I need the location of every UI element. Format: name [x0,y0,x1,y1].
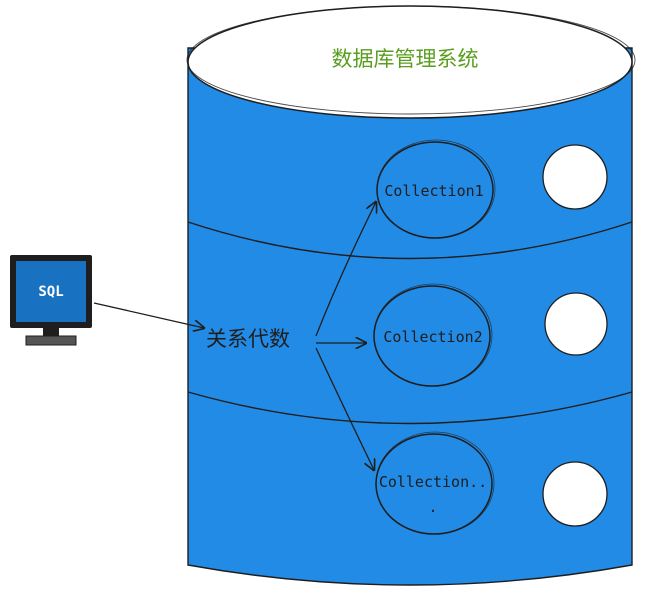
cylinder-body [187,47,633,586]
computer-icon: SQL [10,255,92,346]
arrow-to-collection-1 [315,202,376,337]
sql-label: SQL [38,284,63,300]
collection-2-label: Collection2 [383,328,482,346]
collection-3-label: Collection.. [379,473,487,491]
database-title: 数据库管理系统 [332,47,479,71]
drum-disk-3 [542,461,608,527]
arrow-to-collection-3 [315,347,374,470]
cylinder-divider-2 [187,391,633,425]
monitor-screen [16,261,86,322]
drum-disk-1 [542,144,608,210]
collection-2: Collection2 [373,283,493,387]
collection-1-label: Collection1 [384,182,483,200]
arrow-sql-to-algebra [93,302,204,328]
collection-3-ellipsis: . [428,498,437,516]
monitor-base [25,335,77,346]
collection-1: Collection1 [376,139,496,239]
database-cylinder: 数据库管理系统 [186,5,636,586]
monitor-stand [43,328,59,336]
drum-disk-2 [544,292,608,356]
collection-3: Collection.. . [375,431,495,535]
relational-algebra-label: 关系代数 [206,327,290,351]
cylinder-divider-1 [187,221,633,260]
